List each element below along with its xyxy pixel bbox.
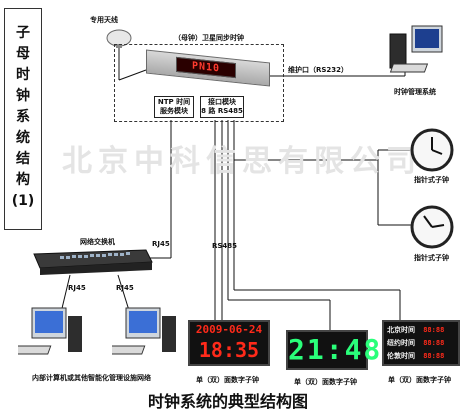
ntp-module-line2: 服务模块	[160, 107, 188, 115]
desktop-computer-icon	[112, 307, 176, 355]
side-title: 子 母 时 钟 系 统 结 构 (1)	[4, 8, 42, 230]
paren-open: (	[11, 193, 19, 209]
city-label: 纽约时间	[387, 339, 415, 347]
rj45-right-label: RJ45	[116, 284, 134, 292]
watermark: 北京中科信思有限公司	[62, 144, 422, 179]
master-clock-label: （母钟）卫星同步时钟	[174, 34, 244, 42]
rj45-left-label: RJ45	[68, 284, 86, 292]
analog-clock-label: 指针式子钟	[414, 176, 449, 184]
digital-clock-time: 18:35	[198, 338, 260, 362]
side-title-char: 构	[16, 172, 30, 188]
rs485-label: RS485	[212, 242, 238, 250]
digital-clock-time: 21:48	[288, 333, 383, 366]
paren-close: )	[27, 193, 35, 209]
title-number: 1	[18, 193, 28, 209]
digital-clock-green: 21:48	[286, 330, 383, 370]
internal-network-label: 内部计算机或其他智能化管理设施网络	[32, 374, 151, 382]
side-title-char: 钟	[16, 88, 30, 104]
interface-module-line2: 8 路 RS485	[201, 107, 243, 115]
gps-antenna-icon	[106, 29, 132, 48]
management-pc-label: 时钟管理系统	[394, 88, 436, 96]
desktop-computer-icon	[389, 25, 443, 73]
analog-clock-icon	[410, 205, 454, 249]
antenna-cable	[118, 69, 147, 81]
master-clock-frame	[114, 44, 284, 122]
digital-clock-date: 2009-06-24	[195, 323, 263, 336]
network-switch-icon	[33, 249, 153, 275]
analog-clock-icon	[410, 128, 454, 172]
maintenance-port-label: 维护口（RS232）	[288, 66, 349, 74]
interface-module: 接口模块 8 路 RS485	[200, 96, 244, 118]
desktop-computer-icon	[18, 307, 82, 355]
digital-clock-label: 单（双）面数字子钟	[196, 376, 259, 384]
side-title-char: 时	[16, 67, 30, 83]
ntp-module-line1: NTP 时间	[157, 98, 191, 106]
network-switch-label: 网络交换机	[80, 238, 115, 246]
side-title-char: (1)	[12, 191, 35, 212]
side-title-char: 统	[16, 130, 30, 146]
digital-clock-label: 单（双）面数字子钟	[294, 378, 357, 386]
interface-module-line1: 接口模块	[208, 98, 236, 106]
diagram-caption: 时钟系统的典型结构图	[148, 392, 309, 411]
digital-clock-label: 单（双）面数字子钟	[388, 376, 451, 384]
rj45-switch-label: RJ45	[152, 240, 170, 248]
city-label: 伦敦时间	[387, 352, 415, 360]
ntp-module: NTP 时间 服务模块	[154, 96, 194, 118]
city-label: 北京时间	[387, 326, 415, 334]
antenna-label: 专用天线	[90, 16, 118, 24]
digital-clock-date-time: 2009-06-24 18:35	[188, 320, 270, 366]
digital-clock-world-time: 北京时间 88:88 纽约时间 88:88 伦敦时间 88:88	[382, 320, 460, 366]
analog-clock-label: 指针式子钟	[414, 254, 449, 262]
side-title-char: 母	[16, 46, 30, 62]
side-title-char: 结	[16, 151, 30, 167]
side-title-char: 系	[16, 109, 30, 125]
side-title-char: 子	[16, 25, 30, 41]
